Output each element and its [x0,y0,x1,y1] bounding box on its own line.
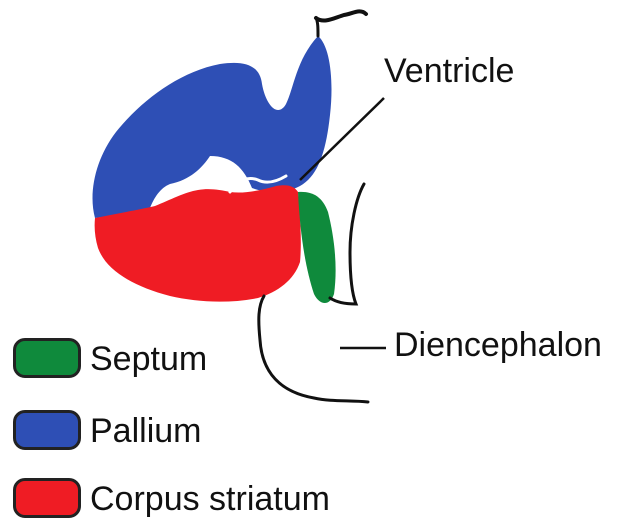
legend-swatch-corpus-striatum [13,478,81,518]
legend-swatch-septum [13,338,81,378]
legend-label-pallium: Pallium [90,414,201,448]
septum-region [298,192,336,303]
top-outline [316,11,366,20]
legend-swatch-pallium [13,410,81,450]
legend-label-septum: Septum [90,342,207,376]
right-outline [330,184,364,304]
ventricle-label: Ventricle [384,54,514,88]
top-outline-tail [316,18,318,36]
diencephalon-label: Diencephalon [394,328,602,362]
legend-label-corpus-striatum: Corpus striatum [90,482,330,516]
